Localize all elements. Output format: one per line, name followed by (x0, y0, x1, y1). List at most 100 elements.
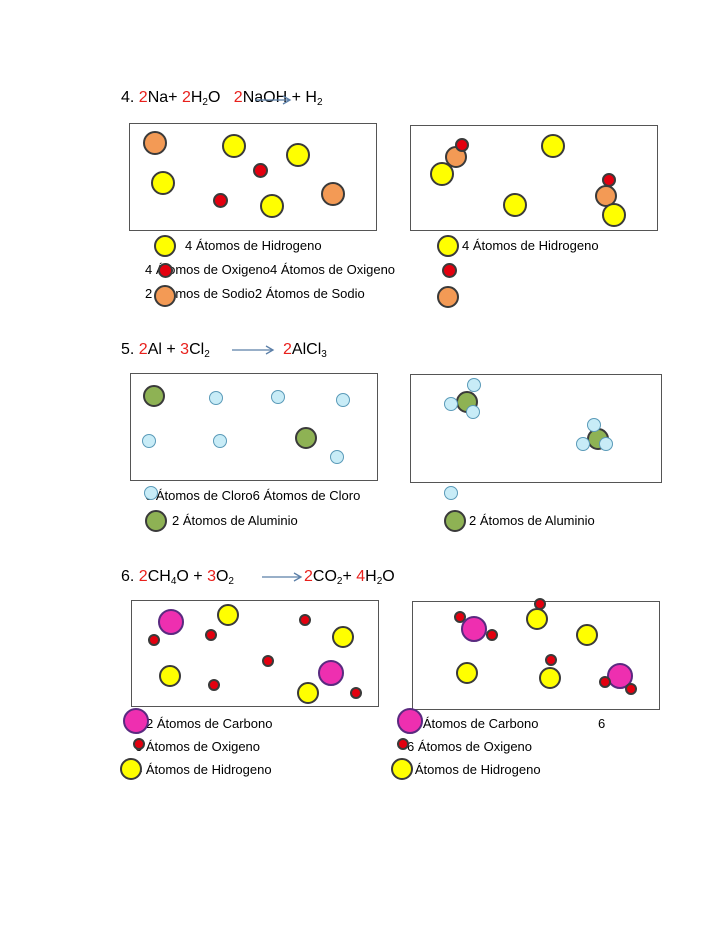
hydrogen-legend-icon (391, 758, 413, 780)
hydrogen-atom-icon (159, 665, 181, 687)
equation-6-products: 2CO2+ 4H2O (304, 567, 395, 587)
oxygen-legend-icon (133, 738, 145, 750)
hydrogen-atom-icon (151, 171, 175, 195)
legend-label: 2 Átomos de Carbono (146, 716, 273, 731)
hydrogen-atom-icon (332, 626, 354, 648)
chlorine-atom-icon (599, 437, 613, 451)
sodium-atom-icon (321, 182, 345, 206)
carbon-atom-icon (318, 660, 344, 686)
product-water: H (365, 568, 377, 585)
aluminum-atom-icon (295, 427, 317, 449)
chlorine-atom-icon (271, 390, 285, 404)
hydrogen-atom-icon (430, 162, 454, 186)
oxygen-atom-icon (208, 679, 220, 691)
product-naoh: NaOH + H (242, 89, 317, 106)
legend-label: 2 Átomos de Sodio2 Átomos de Sodio (145, 286, 365, 301)
legend-label: 4 Átomos de Hidrogeno (135, 762, 272, 777)
coefficient: 3 (207, 568, 216, 585)
subscript: 2 (228, 576, 234, 587)
subscript: 2 (376, 576, 383, 587)
legend-label: 4 Átomos de Hidrogeno (185, 238, 322, 253)
subscript: 3 (321, 349, 327, 360)
oxygen-legend-icon (397, 738, 409, 750)
hydrogen-atom-icon (539, 667, 561, 689)
hydrogen-atom-icon (297, 682, 319, 704)
oxygen-atom-icon (262, 655, 274, 667)
hydrogen-atom-icon (541, 134, 565, 158)
coefficient: 2 (283, 341, 292, 358)
sodium-legend-icon (154, 285, 176, 307)
chlorine-atom-icon (209, 391, 223, 405)
chlorine-atom-icon (466, 405, 480, 419)
chlorine-atom-icon (587, 418, 601, 432)
oxygen-atom-icon (599, 676, 611, 688)
carbon-atom-icon (461, 616, 487, 642)
coefficient: 3 (180, 341, 190, 358)
equation-6: 6. 2CH4O + 3O2 (121, 567, 234, 587)
chlorine-atom-icon (330, 450, 344, 464)
reactant-chlorine: Cl (189, 341, 205, 358)
product-alcl3: AlCl (291, 341, 322, 358)
coefficient: 2 (138, 568, 148, 585)
chlorine-atom-icon (467, 378, 481, 392)
product-co2: CO (312, 568, 337, 585)
hydrogen-atom-icon (260, 194, 284, 218)
oxygen-atom-icon (350, 687, 362, 699)
hydrogen-atom-icon (602, 203, 626, 227)
subscript: 4 (170, 576, 177, 587)
oxygen-atom-icon (205, 629, 217, 641)
product-water-o: O (382, 568, 395, 585)
legend-label: 6 Átomos de Oxigeno (135, 739, 261, 754)
oxygen-atom-icon (486, 629, 498, 641)
oxygen-atom-icon (625, 683, 637, 695)
reactant-sodium: Na+ (147, 89, 182, 106)
hydrogen-atom-icon (217, 604, 239, 626)
equation-5-product: 2AlCl3 (283, 340, 327, 360)
hydrogen-atom-icon (222, 134, 246, 158)
carbon-legend-icon (397, 708, 423, 734)
reactant-methanol: CH (147, 568, 171, 585)
legend-label: 6 (598, 716, 606, 731)
aluminum-atom-icon (143, 385, 165, 407)
aluminum-legend-icon (444, 510, 466, 532)
legend-label: 4 Átomos de Hidrogeno (404, 762, 541, 777)
chlorine-legend-icon (444, 486, 458, 500)
plus-sign: + (342, 568, 357, 585)
subscript: 2 (202, 97, 208, 108)
oxygen-atom-icon (299, 614, 311, 626)
oxygen-atom-icon (253, 163, 268, 178)
chlorine-atom-icon (336, 393, 350, 407)
chlorine-atom-icon (444, 397, 458, 411)
reactant-water-o: O (207, 89, 221, 106)
chlorine-atom-icon (213, 434, 227, 448)
chlorine-atom-icon (576, 437, 590, 451)
sodium-atom-icon (143, 131, 167, 155)
hydrogen-atom-icon (503, 193, 527, 217)
hydrogen-atom-icon (576, 624, 598, 646)
oxygen-legend-icon (442, 263, 457, 278)
carbon-legend-icon (123, 708, 149, 734)
legend-label: 2 Átomos de Aluminio (469, 513, 595, 528)
coefficient: 2 (138, 89, 148, 106)
oxygen-legend-icon (158, 263, 173, 278)
reaction-arrow-icon (232, 345, 275, 355)
coefficient: 2 (233, 89, 243, 106)
equation-5: 5. 2Al + 3Cl2 (121, 340, 210, 360)
coefficient: 4 (356, 568, 366, 585)
legend-label: 6 Átomos de Cloro6 Átomos de Cloro (145, 488, 361, 503)
legend-label: 4 Átomos de Oxigeno4 Átomos de Oxigeno (145, 262, 396, 277)
reactant-oxygen: O (215, 568, 229, 585)
coefficient: 2 (304, 568, 313, 585)
aluminum-legend-icon (145, 510, 167, 532)
oxygen-atom-icon (545, 654, 557, 666)
hydrogen-atom-icon (286, 143, 310, 167)
hydrogen-atom-icon (526, 608, 548, 630)
oxygen-atom-icon (455, 138, 469, 152)
reactant-aluminum: Al + (147, 341, 181, 358)
hydrogen-legend-icon (437, 235, 459, 257)
equation-4: 4. 2Na+ 2H2O 2NaOH + H2 (121, 88, 323, 108)
reactants-box (130, 373, 378, 481)
equation-number: 4. (121, 89, 135, 106)
reactant-water: H (190, 89, 203, 106)
chlorine-atom-icon (142, 434, 156, 448)
